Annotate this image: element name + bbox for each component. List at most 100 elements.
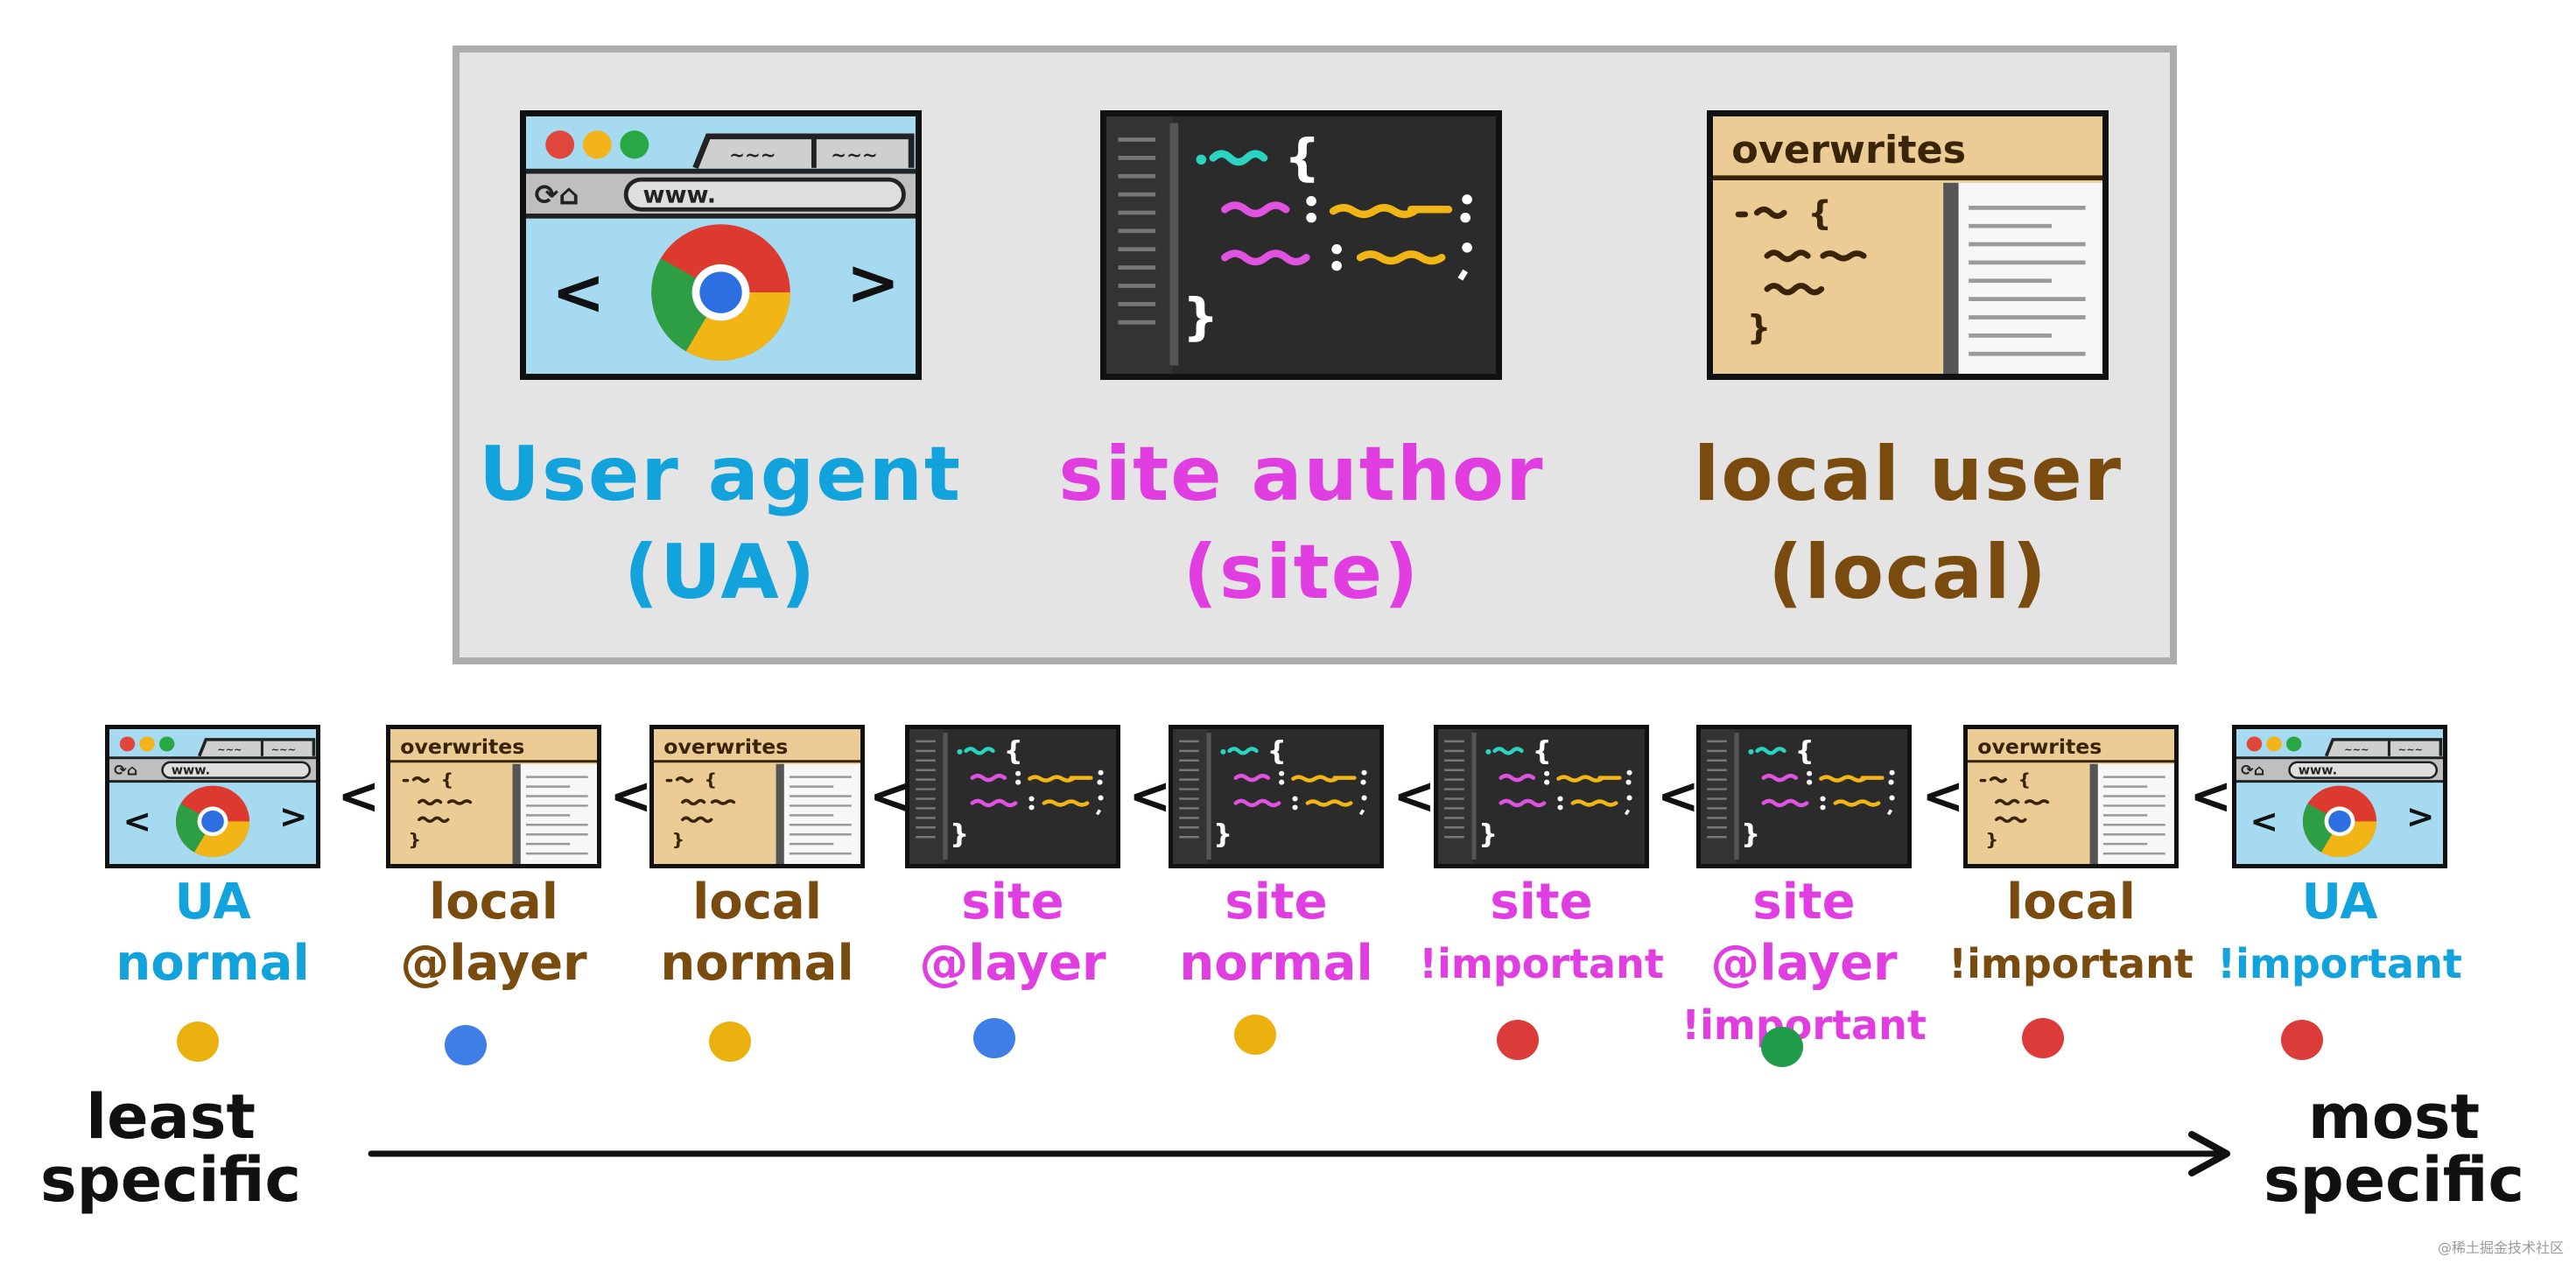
svg-text:{: {	[1004, 736, 1023, 766]
less-than-separator: <	[337, 766, 381, 825]
ua-origin-title: User agent	[479, 431, 962, 518]
specificity-arrow	[368, 1131, 2230, 1176]
svg-text:>: >	[2406, 797, 2435, 836]
svg-text:~~~: ~~~	[2344, 744, 2369, 755]
svg-text:<: <	[123, 803, 151, 841]
ua-browser-card: ~~~ ~~~ ⟳⌂ www. < >	[520, 110, 922, 380]
local-overwrites-card: overwrites { }	[1707, 110, 2109, 380]
cascade-marker-dot	[1234, 1015, 1276, 1055]
cascade-marker-dot	[1497, 1020, 1539, 1060]
most-specific-label: most specific	[2228, 1085, 2560, 1211]
less-than-separator: <	[609, 766, 653, 825]
svg-text:}: }	[1986, 829, 1999, 850]
svg-text:overwrites: overwrites	[663, 735, 788, 759]
least-specific-label: least specific	[18, 1085, 324, 1211]
svg-text:}: }	[1741, 820, 1760, 850]
svg-text:www.: www.	[172, 764, 210, 778]
svg-text:overwrites: overwrites	[1731, 129, 1966, 172]
svg-text:{: {	[1284, 129, 1320, 186]
cascade-label-line2: @layer	[919, 935, 1106, 992]
cascade-label-line2: @layer	[1710, 935, 1898, 992]
cascade-label: UA !important	[2208, 872, 2471, 994]
cascade-label-line1: UA	[174, 874, 251, 930]
cascade-label-line3: !important	[1681, 1001, 1927, 1049]
cascade-label-line1: local	[2006, 874, 2136, 930]
watermark: @稀土掘金技术社区	[2437, 1239, 2564, 1256]
cascade-marker-dot	[1761, 1027, 1803, 1067]
svg-text:{: {	[1267, 736, 1287, 766]
cascade-marker-dot	[445, 1025, 487, 1065]
svg-text:www.: www.	[2299, 764, 2337, 778]
less-than-separator: <	[1393, 766, 1436, 825]
svg-text:www.: www.	[643, 182, 717, 209]
svg-text:>: >	[846, 246, 901, 320]
svg-text:⟳⌂: ⟳⌂	[114, 762, 137, 780]
cascade-label-line1: site	[1490, 874, 1593, 930]
cascade-marker-dot	[973, 1018, 1015, 1058]
svg-text:⟳⌂: ⟳⌂	[2241, 762, 2264, 780]
site-origin-title: site author	[1058, 431, 1545, 518]
cascade-label: site@layer!important	[1673, 872, 1935, 1056]
cascade-label-line1: local	[692, 874, 822, 930]
cascade-label-line2: !important	[1948, 940, 2193, 987]
svg-text:}: }	[1183, 288, 1218, 346]
site-origin-abbr: (site)	[1183, 529, 1421, 616]
less-than-separator: <	[1657, 766, 1700, 825]
ua-origin-abbr: (UA)	[623, 529, 818, 616]
cascade-label-line2: @layer	[400, 935, 587, 992]
cascade-label-line2: normal	[1179, 935, 1373, 992]
local-origin-title: local user	[1693, 431, 2123, 518]
cascade-marker-dot	[709, 1022, 751, 1062]
cascade-label-line2: normal	[116, 935, 310, 992]
svg-text:{: {	[2018, 769, 2031, 790]
cascade-label: local@layer	[362, 872, 625, 994]
svg-text:~~~: ~~~	[831, 144, 877, 165]
svg-text:<: <	[551, 256, 606, 329]
svg-text:overwrites: overwrites	[400, 735, 524, 759]
svg-text:<: <	[2250, 803, 2278, 841]
cascade-card-local: overwrites { }	[386, 725, 601, 868]
site-code-editor-card: { }	[1100, 110, 1502, 380]
svg-text:}: }	[950, 820, 969, 850]
cascade-marker-dot	[2022, 1018, 2064, 1058]
cascade-marker-dot	[177, 1022, 219, 1062]
svg-text:~~~: ~~~	[2398, 744, 2423, 755]
cascade-label-line2: !important	[2217, 940, 2462, 987]
cascade-label-line1: UA	[2301, 874, 2378, 930]
cascade-card-site: { }	[1169, 725, 1384, 868]
svg-text:}: }	[1213, 820, 1232, 850]
less-than-separator: <	[869, 766, 912, 825]
cascade-card-ua: ~~~ ~~~ ⟳⌂ www. < >	[2232, 725, 2447, 868]
cascade-label-line2: !important	[1419, 940, 1664, 987]
svg-text:⟳⌂: ⟳⌂	[535, 179, 579, 212]
cascade-card-ua: ~~~ ~~~ ⟳⌂ www. < >	[105, 725, 320, 868]
svg-text:{: {	[440, 769, 453, 790]
svg-text:~~~: ~~~	[271, 744, 296, 755]
local-origin-label: local user (local)	[1663, 425, 2153, 621]
least-specific-text: specific	[39, 1144, 302, 1216]
most-text: most	[2307, 1081, 2481, 1153]
svg-text:{: {	[1807, 194, 1832, 234]
least-text: least	[86, 1081, 256, 1153]
cascade-label-line2: normal	[660, 935, 854, 992]
cascade-marker-dot	[2281, 1020, 2323, 1060]
less-than-separator: <	[1128, 766, 1172, 825]
less-than-separator: <	[2189, 766, 2233, 825]
svg-text:>: >	[279, 797, 308, 836]
svg-text:}: }	[1478, 820, 1498, 850]
svg-text:{: {	[1795, 736, 1814, 766]
cascade-card-site: { }	[1434, 725, 1649, 868]
cascade-card-local: overwrites { }	[1963, 725, 2179, 868]
svg-text:{: {	[704, 769, 717, 790]
cascade-card-site: { }	[905, 725, 1120, 868]
most-specific-text: specific	[2263, 1144, 2525, 1216]
cascade-label: site@layer	[881, 872, 1144, 994]
cascade-card-site: { }	[1696, 725, 1912, 868]
cascade-label-line1: site	[961, 874, 1064, 930]
cascade-label: site !important	[1410, 872, 1673, 994]
svg-text:overwrites: overwrites	[1977, 735, 2102, 759]
cascade-label-line1: site	[1225, 874, 1328, 930]
